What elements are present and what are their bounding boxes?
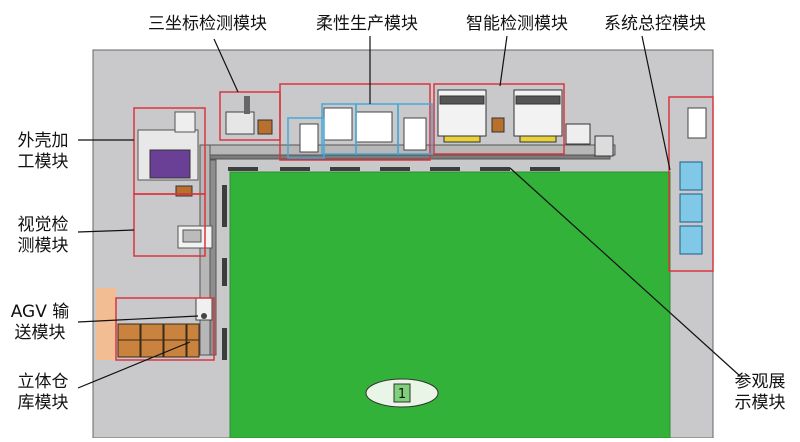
label-coord-measure: 三坐标检测模块 xyxy=(148,14,267,34)
agv-unit xyxy=(195,297,213,321)
warehouse-racks xyxy=(117,323,200,358)
label-visit-display-2: 示模块 xyxy=(734,393,786,413)
label-warehouse-1: 立体仓 xyxy=(17,372,69,392)
system-control-border xyxy=(668,96,714,272)
control-desk xyxy=(687,107,707,139)
label-vision-inspection-1: 视觉检 xyxy=(17,215,69,235)
label-agv-transport-2: 送模块 xyxy=(14,323,66,343)
flexible-production-border xyxy=(279,83,431,161)
display-marker-badge xyxy=(393,383,411,403)
leader-lines xyxy=(77,35,741,389)
flexible-cells xyxy=(299,107,427,153)
warehouse-wall xyxy=(96,288,116,360)
label-warehouse-2: 库模块 xyxy=(17,393,69,413)
cmm-unit xyxy=(225,96,273,135)
smart-inspection-units xyxy=(437,89,563,143)
label-smart-inspection: 智能检测模块 xyxy=(466,14,568,34)
rails xyxy=(222,167,560,360)
line-end-unit xyxy=(565,123,614,157)
vision-unit xyxy=(177,225,213,249)
shell-machining-unit xyxy=(137,111,199,197)
label-vision-inspection-2: 测模块 xyxy=(17,236,69,256)
label-system-control: 系统总控模块 xyxy=(604,14,706,34)
label-shell-machining-2: 工模块 xyxy=(17,152,69,172)
control-cabinets xyxy=(679,161,703,255)
label-agv-transport-1: AGV 输 xyxy=(10,302,70,322)
vision-inspection-border xyxy=(133,193,206,257)
label-visit-display-1: 参观展 xyxy=(734,372,786,392)
display-marker-number: 1 xyxy=(398,387,406,402)
label-shell-machining-1: 外壳加 xyxy=(17,131,69,151)
display-field xyxy=(229,171,671,439)
flexible-cell-frames xyxy=(287,103,433,159)
agv-warehouse-border xyxy=(115,297,215,361)
label-flexible-production: 柔性生产模块 xyxy=(316,14,418,34)
smart-inspection-border xyxy=(433,83,565,155)
